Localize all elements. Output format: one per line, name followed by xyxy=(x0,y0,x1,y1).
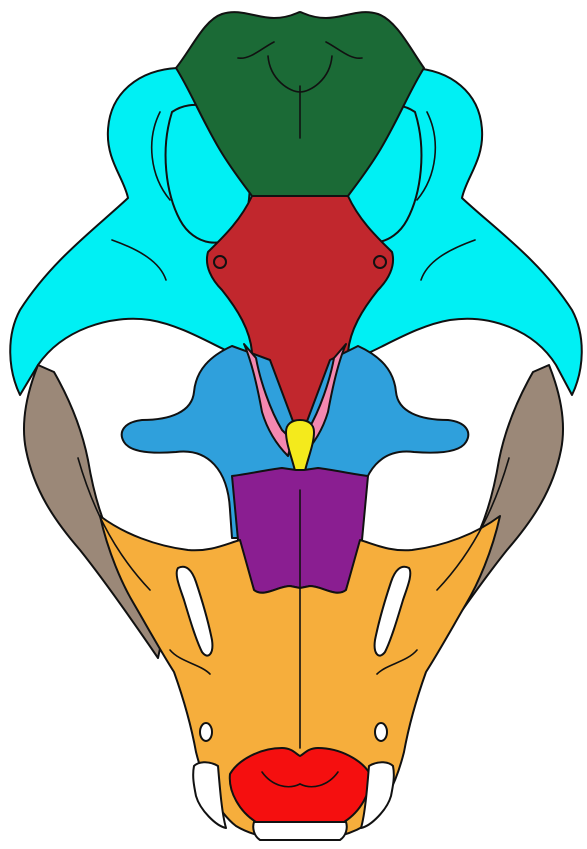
foramen-left-oval xyxy=(200,723,212,741)
incisors xyxy=(253,822,347,840)
foramen-left-dot xyxy=(214,256,226,268)
foramen-right-oval xyxy=(375,723,387,741)
foramen-right-dot xyxy=(374,256,386,268)
region-red-premaxilla xyxy=(230,748,370,822)
